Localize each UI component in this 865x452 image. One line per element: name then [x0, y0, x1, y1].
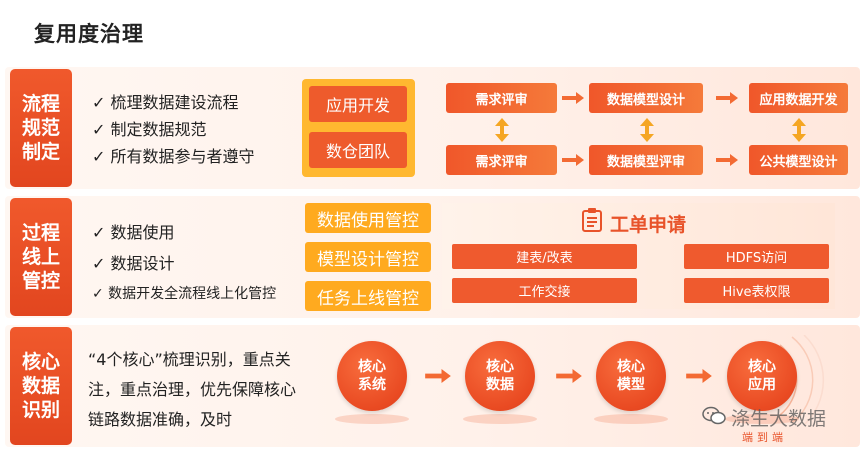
process-section-label: 流程 规范 制定	[10, 69, 72, 187]
arrow-right-icon	[562, 154, 584, 166]
core-circle-system: 核心 系统	[337, 341, 407, 411]
process-row	[5, 67, 860, 189]
check-item: ✓ 所有数据参与者遵守	[92, 146, 255, 166]
flow-box: 需求评审	[446, 83, 557, 113]
arrow-right-icon	[716, 154, 738, 166]
arrow-up-down-icon	[495, 118, 509, 142]
control-model-design: 模型设计管控	[305, 242, 431, 272]
flow-box: 数据模型评审	[589, 145, 703, 175]
ticket-hdfs-access: HDFS访问	[684, 244, 829, 269]
ticket-work-handover: 工作交接	[452, 278, 637, 303]
core-circle-app: 核心 应用	[727, 341, 797, 411]
wechat-icon	[702, 406, 726, 425]
flow-box: 需求评审	[446, 145, 557, 175]
arrow-up-down-icon	[640, 118, 654, 142]
core-description: “4个核心”梳理识别，重点关注，重点治理，优先保障核心链路数据准确，及时	[88, 350, 297, 429]
arrow-right-icon	[556, 369, 582, 383]
ticket-create-alter-table: 建表/改表	[452, 244, 637, 269]
circle-shadow	[594, 414, 668, 424]
check-item: ✓ 制定数据规范	[92, 119, 207, 139]
flow-box: 数据模型设计	[589, 83, 703, 113]
arrow-right-icon	[425, 369, 451, 383]
core-section-label: 核心 数据 识别	[10, 327, 72, 445]
watermark: 涤生大数据	[731, 408, 827, 430]
control-section-label: 过程 线上 管控	[10, 198, 72, 316]
clipboard-icon	[582, 208, 602, 232]
flow-box: 公共模型设计	[749, 145, 848, 175]
flow-box: 应用数据开发	[749, 83, 848, 113]
arrow-right-icon	[716, 92, 738, 104]
circle-shadow	[463, 414, 537, 424]
page-title: 复用度治理	[34, 22, 144, 46]
check-item: ✓ 数据开发全流程线上化管控	[92, 285, 277, 302]
role-app-dev: 应用开发	[309, 86, 407, 122]
role-dw-team: 数仓团队	[309, 132, 407, 168]
ticket-hive-permission: Hive表权限	[684, 278, 829, 303]
control-task-launch: 任务上线管控	[305, 281, 431, 311]
check-item: ✓ 数据使用	[92, 222, 175, 242]
ticket-title: 工单申请	[610, 214, 687, 236]
control-data-usage: 数据使用管控	[305, 203, 431, 233]
process-check-list: ✓ 梳理数据建设流程 ✓ 制定数据规范 ✓ 所有数据参与者遵守	[92, 87, 255, 168]
circle-shadow	[725, 414, 799, 424]
check-item: ✓ 梳理数据建设流程	[92, 92, 239, 112]
arrow-right-icon	[686, 369, 712, 383]
circle-shadow	[335, 414, 409, 424]
core-circle-model: 核心 模型	[596, 341, 666, 411]
control-check-list: ✓ 数据使用 ✓ 数据设计 ✓ 数据开发全流程线上化管控	[92, 217, 276, 306]
end-to-end-label: 端到端	[742, 431, 787, 444]
check-item: ✓ 数据设计	[92, 253, 175, 273]
core-row	[5, 325, 860, 447]
core-circle-data: 核心 数据	[465, 341, 535, 411]
arrow-up-down-icon	[792, 118, 806, 142]
arrow-right-icon	[562, 92, 584, 104]
